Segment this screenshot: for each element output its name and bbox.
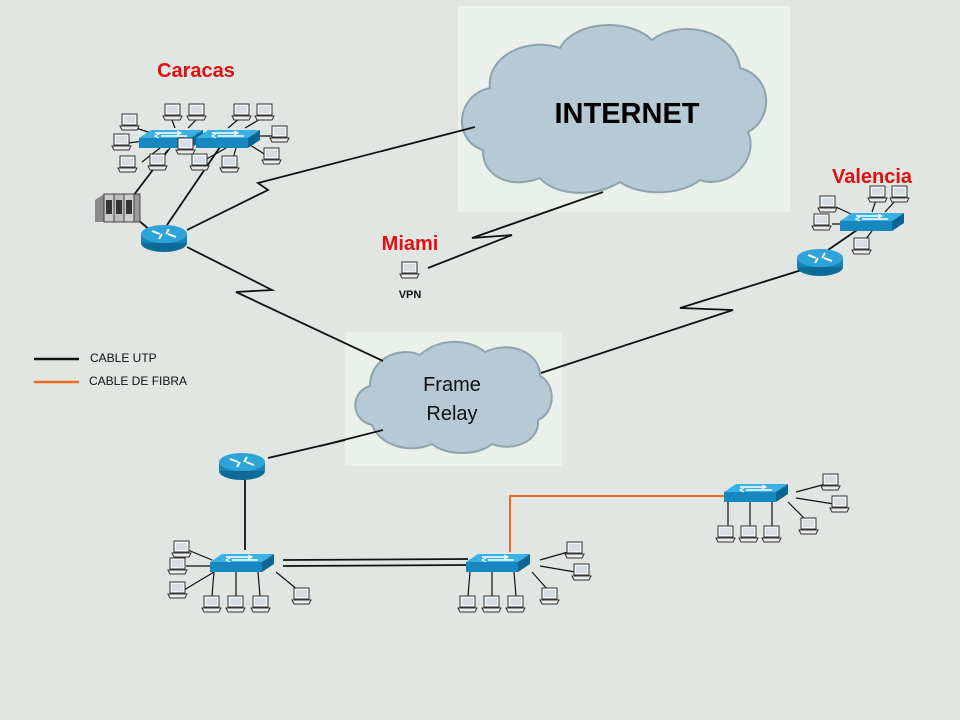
computer-icon [269,125,290,143]
computer-icon [186,103,207,121]
legend-utp-label: CABLE UTP [90,351,157,365]
bottom-left-computers [167,540,312,613]
computer-icon [761,525,782,543]
computer-icon [250,595,271,613]
computer-icon [201,595,222,613]
internet-label: INTERNET [555,98,700,130]
router-icon [218,452,266,481]
computer-icon [111,133,132,151]
computer-icon [564,541,585,559]
computer-icon [119,113,140,131]
city-label-valencia: Valencia [832,166,913,188]
switch-icon [839,212,905,232]
computer-icon [225,595,246,613]
switch-icon [195,129,261,149]
router-icon [796,248,844,277]
computer-icon [457,595,478,613]
computer-icon [829,495,850,513]
switch-icon [209,553,275,573]
computer-icon [738,525,759,543]
computer-icon [715,525,736,543]
computer-icon [889,185,910,203]
computer-icon [817,195,838,213]
switch-icon [723,483,789,503]
computer-icon [820,473,841,491]
computer-icon [798,517,819,535]
computer-icon [291,587,312,605]
computer-icon [219,155,240,173]
computer-icon [851,237,872,255]
legend: CABLE UTP CABLE DE FIBRA [34,351,187,388]
internet-cloud-icon [458,6,790,212]
city-label-miami: Miami [382,233,439,255]
computer-icon [171,540,192,558]
computer-icon [481,595,502,613]
fiber-cable [509,495,726,552]
bottom-middle-computers [457,541,592,613]
vpn-label: VPN [399,289,422,301]
computer-icon [254,103,275,121]
computer-icon [867,185,888,203]
computer-icon [117,155,138,173]
computer-icon [571,563,592,581]
cables [119,126,861,567]
frame-relay-cloud-icon [345,332,562,466]
computer-icon [505,595,526,613]
server-icon [95,193,141,223]
router-icon [140,224,188,253]
vpn-computer-icon [399,261,420,279]
computer-icon [231,103,252,121]
computer-icon [189,153,210,171]
switch-icon [465,553,531,573]
city-label-caracas: Caracas [157,60,235,82]
computer-icon [539,587,560,605]
frame-relay-label-line2: Relay [426,403,477,425]
computer-icon [147,153,168,171]
computer-icon [162,103,183,121]
computer-icon [167,581,188,599]
computer-icon [811,213,832,231]
legend-fiber-label: CABLE DE FIBRA [89,374,187,388]
computer-icon [167,557,188,575]
computer-icon [175,137,196,155]
computer-icon [261,147,282,165]
frame-relay-label-line1: Frame [423,374,481,396]
